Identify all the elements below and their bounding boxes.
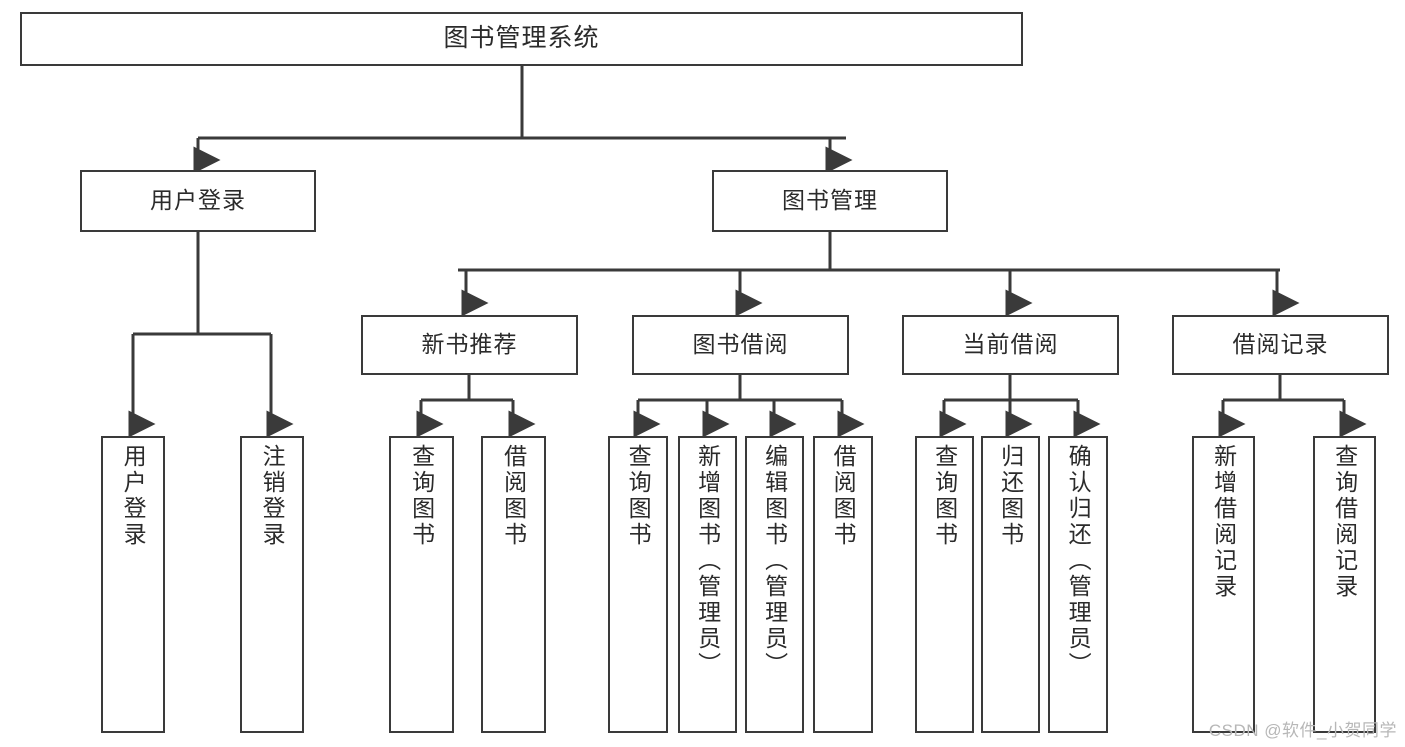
node-leaf-add-book[interactable]: 新增图书（管理员）: [678, 436, 737, 733]
node-leaf-query-book-borrow[interactable]: 查询图书: [608, 436, 668, 733]
node-leaf-logout-login[interactable]: 注销登录: [240, 436, 304, 733]
node-user-login[interactable]: 用户登录: [80, 170, 316, 232]
node-leaf-edit-book[interactable]: 编辑图书（管理员）: [745, 436, 804, 733]
node-borrow-record[interactable]: 借阅记录: [1172, 315, 1389, 375]
node-leaf-query-record[interactable]: 查询借阅记录: [1313, 436, 1376, 733]
node-leaf-borrow-book-rec-label: 借阅图书: [500, 444, 527, 548]
node-root-label: 图书管理系统: [443, 24, 600, 53]
node-leaf-return-book-label: 归还图书: [997, 444, 1024, 548]
node-leaf-confirm-return[interactable]: 确认归还（管理员）: [1048, 436, 1108, 733]
node-leaf-user-login[interactable]: 用户登录: [101, 436, 165, 733]
node-current-borrow[interactable]: 当前借阅: [902, 315, 1119, 375]
node-leaf-query-book-borrow-label: 查询图书: [625, 444, 652, 548]
node-book-manage-label: 图书管理: [782, 187, 878, 214]
node-leaf-query-record-label: 查询借阅记录: [1331, 444, 1358, 600]
node-leaf-add-book-label: 新增图书（管理员）: [694, 444, 721, 678]
node-leaf-user-login-label: 用户登录: [120, 444, 147, 548]
node-leaf-add-record-label: 新增借阅记录: [1210, 444, 1237, 600]
node-current-borrow-label: 当前借阅: [962, 331, 1059, 358]
node-leaf-return-book[interactable]: 归还图书: [981, 436, 1040, 733]
node-new-book-rec[interactable]: 新书推荐: [361, 315, 578, 375]
node-book-borrow[interactable]: 图书借阅: [632, 315, 849, 375]
node-leaf-query-book-current-label: 查询图书: [931, 444, 958, 548]
node-borrow-record-label: 借阅记录: [1232, 331, 1329, 358]
node-leaf-logout-login-label: 注销登录: [259, 444, 286, 548]
node-book-borrow-label: 图书借阅: [692, 331, 789, 358]
node-leaf-add-record[interactable]: 新增借阅记录: [1192, 436, 1255, 733]
csdn-watermark: CSDN @软件_小贺同学: [1208, 721, 1397, 740]
node-user-login-label: 用户登录: [150, 187, 246, 214]
node-leaf-borrow-book-label: 借阅图书: [830, 444, 857, 548]
node-leaf-query-book-current[interactable]: 查询图书: [915, 436, 974, 733]
node-leaf-query-book-rec-label: 查询图书: [408, 444, 435, 548]
node-new-book-rec-label: 新书推荐: [421, 331, 518, 358]
node-leaf-borrow-book-rec[interactable]: 借阅图书: [481, 436, 546, 733]
node-root[interactable]: 图书管理系统: [20, 12, 1023, 66]
node-leaf-borrow-book[interactable]: 借阅图书: [813, 436, 873, 733]
node-leaf-edit-book-label: 编辑图书（管理员）: [761, 444, 788, 678]
node-book-manage[interactable]: 图书管理: [712, 170, 948, 232]
node-leaf-query-book-rec[interactable]: 查询图书: [389, 436, 454, 733]
node-leaf-confirm-return-label: 确认归还（管理员）: [1065, 444, 1092, 678]
